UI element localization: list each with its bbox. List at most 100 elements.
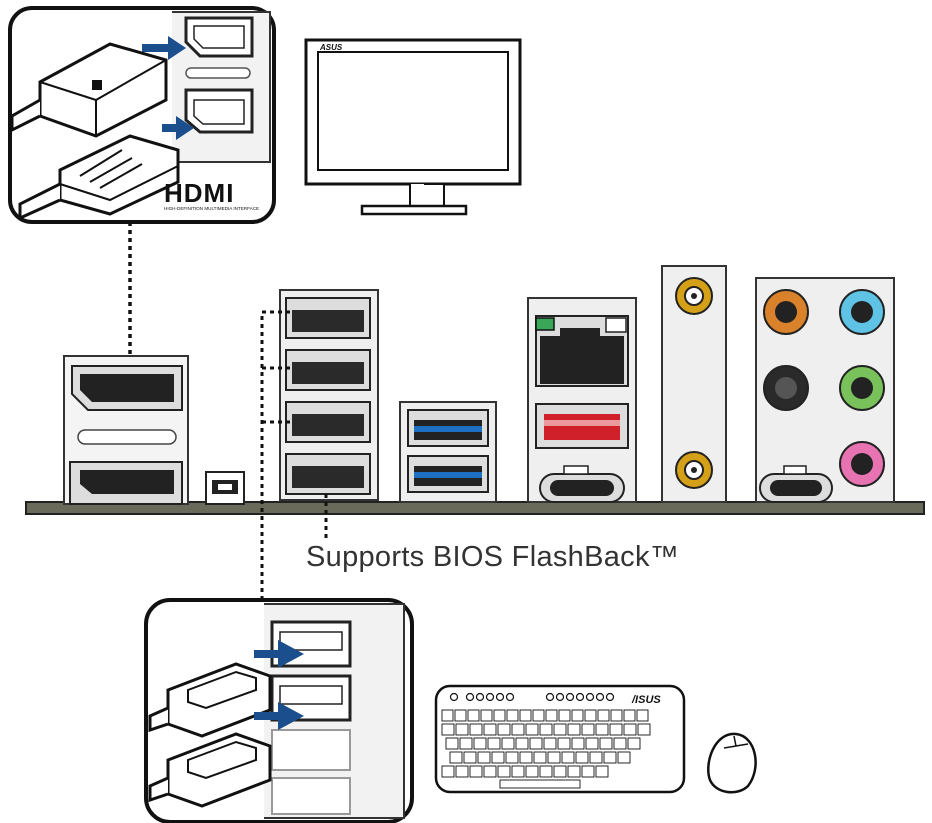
hotkey: [449, 692, 459, 702]
key: [571, 737, 585, 750]
key: [627, 737, 641, 750]
key: [597, 709, 610, 722]
hdmi-logo: HDMI: [164, 178, 234, 208]
key: [505, 751, 519, 764]
key: [511, 765, 525, 778]
key: [545, 709, 558, 722]
audio-jack-black: [763, 365, 809, 411]
key: [515, 737, 529, 750]
key: [584, 709, 597, 722]
key: [567, 723, 581, 736]
usb3-stack: [399, 401, 497, 503]
key: [477, 751, 491, 764]
key: [539, 765, 553, 778]
key: [487, 737, 501, 750]
key: [581, 723, 595, 736]
key: [571, 709, 584, 722]
key: [449, 751, 463, 764]
key: [553, 723, 567, 736]
hotkey: [595, 692, 605, 702]
key: [543, 737, 557, 750]
key: [617, 751, 631, 764]
hotkey: [575, 692, 585, 702]
hdmi-dp-inset: HDMI HIGH-DEFINITION MULTIMEDIA INTERFAC…: [8, 6, 276, 224]
key: [463, 751, 477, 764]
key: [441, 709, 454, 722]
key: [467, 709, 480, 722]
usb-socket: [270, 674, 352, 722]
key: [469, 765, 483, 778]
key: [441, 723, 455, 736]
insert-arrow-icon: [254, 702, 304, 730]
key: [595, 765, 609, 778]
key: [529, 737, 543, 750]
usb-plug: [148, 662, 272, 738]
key: [480, 709, 493, 722]
key: [519, 751, 533, 764]
key: [483, 765, 497, 778]
insert-arrow-icon: [162, 116, 194, 140]
bios-flashback-caption: Supports BIOS FlashBack™: [306, 541, 680, 573]
key: [595, 723, 609, 736]
usb-stack-4: [279, 289, 379, 501]
hotkey: [585, 692, 595, 702]
hotkey: [505, 692, 515, 702]
key: [557, 737, 571, 750]
insert-arrow-icon: [142, 36, 186, 60]
key: [609, 723, 623, 736]
keyboard-keys: [441, 709, 651, 789]
key: [589, 751, 603, 764]
key: [497, 765, 511, 778]
ethernet-port: [535, 315, 629, 387]
audio-block: [755, 277, 895, 503]
key: [491, 751, 505, 764]
hotkey: [485, 692, 495, 702]
key: [575, 751, 589, 764]
key: [599, 737, 613, 750]
key: [469, 723, 483, 736]
hotkey: [465, 692, 475, 702]
key: [613, 737, 627, 750]
key: [506, 709, 519, 722]
bios-flashback-button: [205, 471, 245, 505]
hotkey: [555, 692, 565, 702]
monitor-brand: ASUS: [319, 43, 343, 52]
key: [511, 723, 525, 736]
key: [533, 751, 547, 764]
key: [623, 709, 636, 722]
key: [519, 709, 532, 722]
key: [567, 765, 581, 778]
hotkey: [565, 692, 575, 702]
key: [532, 709, 545, 722]
keyboard-icon: /ISUS: [434, 684, 686, 794]
displayport-plug: [10, 42, 168, 138]
key: [581, 765, 595, 778]
usb-port: [285, 349, 371, 391]
hdmi-plug: [18, 134, 180, 221]
key: [501, 737, 515, 750]
usb-port: [285, 297, 371, 339]
keyboard-hotkeys: [449, 692, 615, 702]
key: [603, 751, 617, 764]
key: [454, 709, 467, 722]
audio-jack-blue: [839, 289, 885, 335]
key: [623, 723, 637, 736]
hdmi-socket: [184, 88, 254, 134]
key: [539, 723, 553, 736]
key: [547, 751, 561, 764]
usb-plug: [148, 732, 272, 808]
key: [445, 737, 459, 750]
usb-inset: [144, 598, 414, 823]
key: [636, 709, 649, 722]
key: [455, 723, 469, 736]
hdmi-tagline: HIGH-DEFINITION MULTIMEDIA INTERFACE: [164, 206, 259, 211]
key: [483, 723, 497, 736]
audio-jack-pink: [839, 441, 885, 487]
key: [525, 765, 539, 778]
monitor-icon: ASUS: [304, 38, 522, 216]
key: [455, 765, 469, 778]
hotkey: [545, 692, 555, 702]
usb-c-port: [759, 465, 833, 503]
keyboard-brand: /ISUS: [631, 694, 661, 706]
key: [493, 709, 506, 722]
